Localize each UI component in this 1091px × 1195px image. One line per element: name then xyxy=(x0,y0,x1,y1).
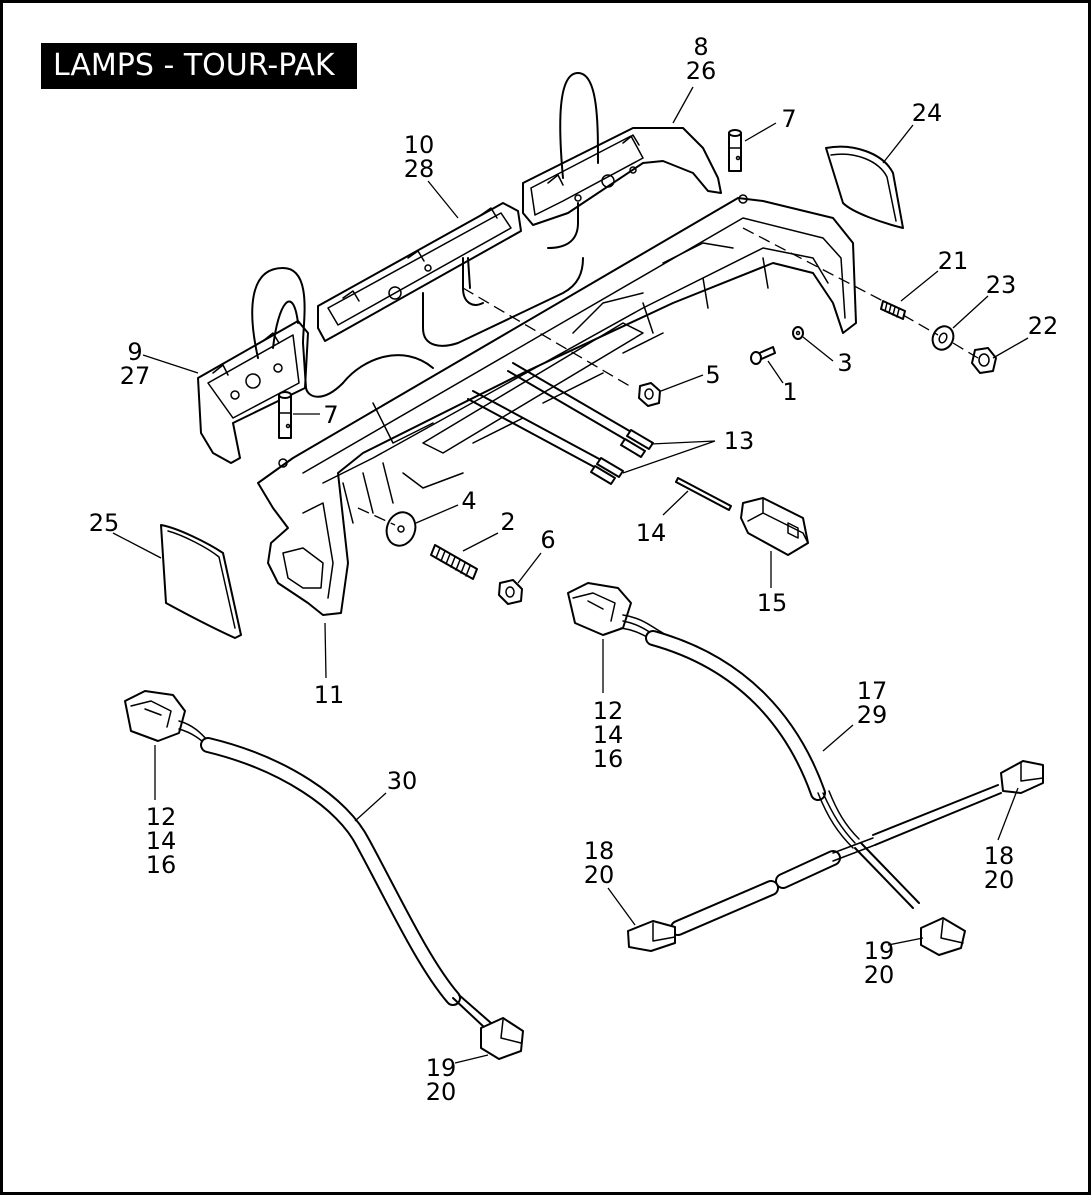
callout-4: 4 xyxy=(461,487,476,515)
callout-number: 14 xyxy=(146,827,177,855)
callout-13: 13 xyxy=(724,427,755,455)
assembly-line-stud xyxy=(742,227,884,302)
callout-2: 2 xyxy=(500,508,515,536)
callout-number: 10 xyxy=(404,131,435,159)
callout-number: 26 xyxy=(686,57,717,85)
callout-number: 19 xyxy=(864,937,895,965)
callout-number: 29 xyxy=(857,701,888,729)
callout-number: 13 xyxy=(724,427,755,455)
callout-number: 20 xyxy=(584,861,615,889)
screw-1 xyxy=(750,346,776,365)
callout-5: 5 xyxy=(705,361,720,389)
callout-number: 18 xyxy=(984,842,1015,870)
callout-1: 1 xyxy=(782,378,797,406)
nut-22 xyxy=(971,347,997,374)
callout-number: 7 xyxy=(323,401,338,429)
pin-7-top xyxy=(728,129,742,172)
terminals-13 xyxy=(467,362,654,485)
nut-5 xyxy=(638,382,661,407)
pin-7-left xyxy=(278,391,292,439)
callout-number: 6 xyxy=(540,526,555,554)
washer-23 xyxy=(931,325,955,351)
callout-number: 16 xyxy=(146,851,177,879)
callout-23: 23 xyxy=(986,271,1017,299)
callout-number: 15 xyxy=(757,589,788,617)
callout-number: 24 xyxy=(912,99,943,127)
connector-15 xyxy=(740,497,809,556)
callout-number: 3 xyxy=(837,349,852,377)
callout-number: 21 xyxy=(938,247,969,275)
callout-number: 14 xyxy=(593,721,624,749)
callout-number: 16 xyxy=(593,745,624,773)
washer-4 xyxy=(385,511,417,547)
callout-15: 15 xyxy=(757,589,788,617)
callout-number: 9 xyxy=(127,338,142,366)
callout-number: 20 xyxy=(984,866,1015,894)
diagram-title: LAMPS - TOUR-PAK xyxy=(41,43,357,89)
callout-21: 21 xyxy=(938,247,969,275)
callout-number: 5 xyxy=(705,361,720,389)
callout-11: 11 xyxy=(314,681,345,709)
lens-25 xyxy=(160,524,242,639)
assembly-line-4 xyxy=(357,507,396,526)
callout-24: 24 xyxy=(912,99,943,127)
callout-number: 30 xyxy=(387,767,418,795)
callout-number: 23 xyxy=(986,271,1017,299)
callout-number: 20 xyxy=(864,961,895,989)
callout-7-top: 7 xyxy=(781,105,796,133)
callout-number: 11 xyxy=(314,681,345,709)
callout-number: 12 xyxy=(593,697,624,725)
callout-22: 22 xyxy=(1028,312,1059,340)
callout-7-left: 7 xyxy=(323,401,338,429)
callout-6: 6 xyxy=(540,526,555,554)
callout-number: 18 xyxy=(584,837,615,865)
exploded-parts-drawing: 8267241028212322927315713425261415111214… xyxy=(89,33,1059,1106)
nut-6 xyxy=(498,579,523,605)
callout-number: 22 xyxy=(1028,312,1059,340)
callout-number: 7 xyxy=(781,105,796,133)
callout-30: 30 xyxy=(387,767,418,795)
assembly-line-5 xyxy=(462,287,634,389)
lamp-left-9-27 xyxy=(197,266,434,464)
callout-number: 14 xyxy=(636,519,667,547)
washer-3 xyxy=(792,326,804,340)
lamp-right-8-26 xyxy=(522,71,722,249)
callout-number: 19 xyxy=(426,1054,457,1082)
assembly-line-nut xyxy=(902,314,979,359)
harness-30 xyxy=(124,690,524,1060)
stud-21 xyxy=(880,300,906,320)
y-harness-17-29 xyxy=(567,582,1044,956)
lamp-middle-10-28 xyxy=(317,202,584,347)
callout-number: 20 xyxy=(426,1078,457,1106)
callout-3: 3 xyxy=(837,349,852,377)
callout-number: 27 xyxy=(120,362,151,390)
seal-pin-14 xyxy=(675,477,732,511)
callout-number: 4 xyxy=(461,487,476,515)
callout-14: 14 xyxy=(636,519,667,547)
callout-number: 1 xyxy=(782,378,797,406)
callout-number: 17 xyxy=(857,677,888,705)
callout-number: 28 xyxy=(404,155,435,183)
callout-number: 25 xyxy=(89,509,120,537)
leader-lines xyxy=(112,86,1029,1064)
lamp-bracket-housing xyxy=(257,194,857,616)
callout-25: 25 xyxy=(89,509,120,537)
bolt-2 xyxy=(430,544,478,580)
callout-number: 12 xyxy=(146,803,177,831)
lens-24 xyxy=(825,145,904,229)
callout-number: 2 xyxy=(500,508,515,536)
callout-number: 8 xyxy=(693,33,708,61)
